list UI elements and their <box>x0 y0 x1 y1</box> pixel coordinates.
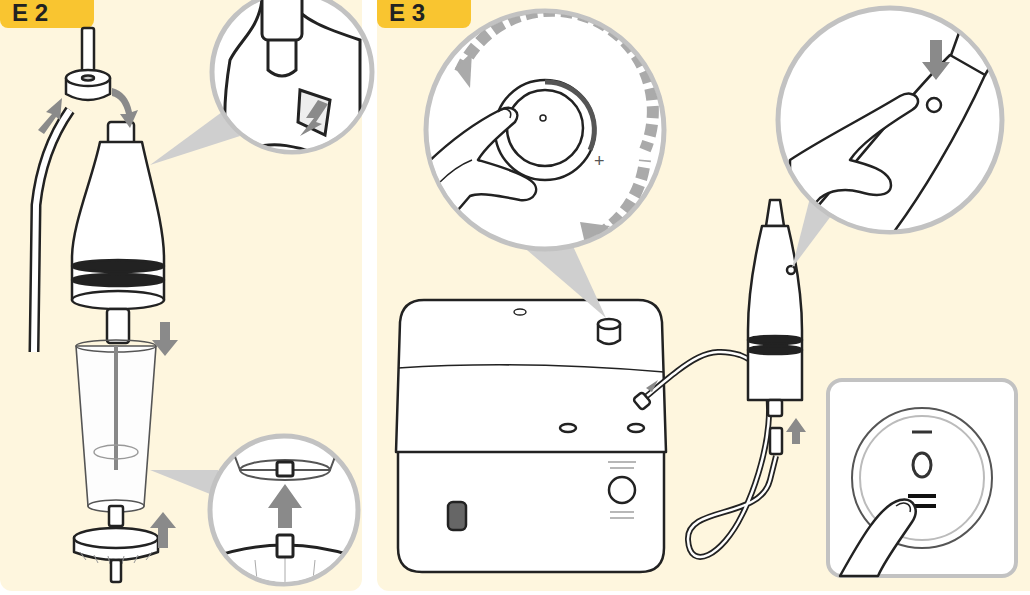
detail-drawing <box>225 0 360 180</box>
step-number: E 2 <box>12 0 48 26</box>
step-number: E 3 <box>389 0 425 26</box>
assembly-drawing <box>34 28 164 582</box>
dial-mark: + <box>594 152 605 172</box>
panel <box>0 0 362 591</box>
switch-detail <box>828 380 1016 576</box>
detail-circle <box>426 11 664 249</box>
assembly-arrow <box>786 418 806 444</box>
panel <box>377 0 1030 591</box>
step-tab <box>377 0 471 28</box>
pointer <box>520 244 606 318</box>
handpiece-detail <box>790 30 1000 250</box>
assembly-arrow <box>38 88 178 548</box>
step-tab <box>0 0 94 28</box>
device-drawing <box>396 200 802 572</box>
power-switch <box>840 408 992 576</box>
dial-drawing <box>420 11 653 250</box>
assembly-arrow <box>646 380 658 392</box>
detail-drawing <box>205 430 365 595</box>
